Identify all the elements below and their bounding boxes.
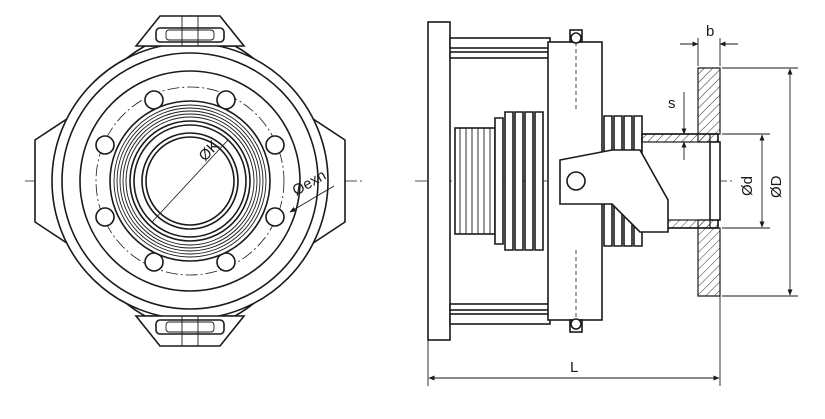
side-right-flange [697,67,721,297]
dim-b: b [680,23,738,66]
bolt-hole [95,207,115,227]
label-dia-D: ØD [768,175,785,198]
side-tie-lug [559,149,669,233]
label-b: b [706,23,714,40]
front-flange-step [79,70,301,292]
dim-dia-D: ØD [722,67,798,297]
dim-line-dia-k [151,139,229,223]
side-left-bellows [454,111,544,251]
leader-dia-exn [289,185,335,213]
dim-s: s [668,92,698,160]
front-bolt-circle [95,86,285,276]
side-view: b s Ød ØD [415,21,798,386]
label-dia-d: Ød [739,176,756,196]
front-flange-inner [61,52,319,310]
side-left-flange [427,21,451,341]
front-view: ØK Øexn [25,15,362,347]
bolt-hole [265,207,285,227]
bolt-hole [265,135,285,155]
bolt-hole [95,135,115,155]
label-L: L [570,359,578,376]
dim-L: L [427,296,721,386]
front-bottom-lug [134,315,246,347]
label-s: s [668,95,676,112]
front-top-lug [134,15,246,47]
dim-dia-d: Ød [722,133,770,229]
